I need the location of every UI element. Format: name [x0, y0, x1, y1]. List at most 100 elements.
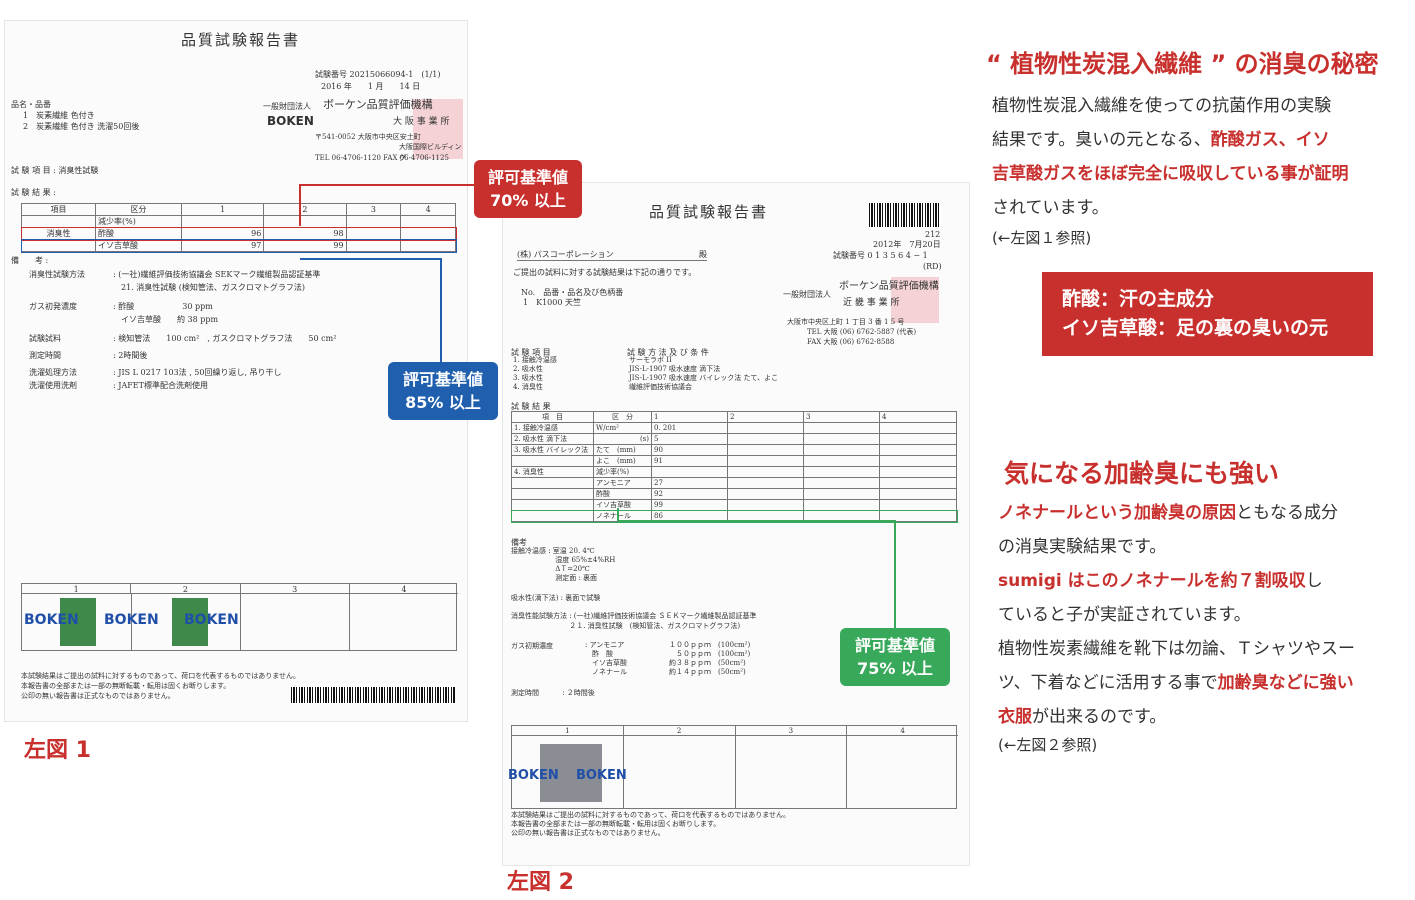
- org-name: ボーケン品質評価機構: [323, 98, 433, 111]
- method-row: 4. 消臭性繊維評価技術協議会: [513, 383, 692, 391]
- section-title: 気になる加齢臭にも強い: [1004, 459, 1280, 488]
- row-value: 91: [651, 455, 728, 467]
- th-col-3: 3: [803, 411, 880, 423]
- item-1: 1 炭素繊維 色付き: [23, 111, 95, 120]
- tel: TEL 大阪 (06) 6762-5887 (代表): [807, 328, 917, 336]
- sample-header: 1 2 3 4: [512, 726, 958, 736]
- remark-row: イソ吉草酸 約 38 ppm: [113, 315, 219, 324]
- box-line-1: 酢酸：汗の主成分: [1062, 288, 1215, 310]
- figure-ref: (←左図１参照): [992, 229, 1092, 247]
- th-col-3: 3: [345, 203, 402, 216]
- th-col-4: 4: [400, 203, 456, 216]
- row-cat: 減少率(%): [593, 466, 652, 478]
- row-cat: アンモニア: [593, 477, 652, 489]
- boken-logo: BOKEN: [576, 768, 627, 783]
- gas-label: ガス初期濃度: [511, 642, 553, 650]
- barcode: [291, 687, 455, 703]
- row-item: 3. 吸水性 バイレック法: [511, 444, 594, 456]
- doc-number: 212: [925, 230, 941, 239]
- office-name: 大 阪 事 業 所: [393, 117, 450, 127]
- water-note: 吸水性(滴下法) : 裏面で試験: [511, 594, 601, 602]
- remarks-label: 備 考 :: [11, 256, 49, 265]
- sample-swatch-1: [60, 598, 96, 646]
- row-value: 0. 201: [651, 422, 728, 434]
- boken-logo: BOKEN: [104, 612, 159, 628]
- boken-logo: BOKEN: [508, 768, 559, 783]
- remark-row: 洗濯処理方法: JIS L 0217 103法 , 50回繰り返し, 吊り干し: [29, 368, 282, 377]
- row-isovaleric-v2: 99: [263, 239, 347, 252]
- methods-header: 試 験 項 目: [511, 348, 551, 357]
- report-date: 2012年 7月20日: [873, 240, 941, 249]
- row-value: 92: [651, 488, 728, 500]
- row-cat: よこ (mm): [593, 455, 652, 467]
- deo-method: 消臭性能試験方法 : (一社)繊維評価技術協議会 ＳＥＫマーク繊維製品認証基準: [511, 612, 757, 620]
- row-label: 消臭性: [21, 215, 96, 252]
- remarks-list: 消臭性試験方法: (一社)繊維評価技術協議会 SEKマーク繊維製品認証基準 21…: [29, 269, 459, 391]
- measure-time: 測定時間 : ２時間後: [511, 689, 595, 697]
- th-col-2: 2: [263, 203, 347, 216]
- row-value: 90: [651, 444, 728, 456]
- tel-fax: TEL 06-4706-1120 FAX 06-4706-1125: [315, 154, 449, 162]
- row-cat: 酢酸: [593, 488, 652, 500]
- figure-label-2: 左図 2: [507, 870, 574, 895]
- row-item: 2. 吸水性 滴下法: [511, 433, 594, 445]
- address-2: 大阪国際ビルディング: [399, 143, 462, 162]
- th-category: 区分: [95, 203, 182, 216]
- th-col-1: 1: [180, 203, 265, 216]
- gas-row: ノネナール約１４ｐｐｍ (50cm²): [585, 668, 746, 676]
- green-connector: [617, 508, 619, 521]
- report-title: 品質試験報告書: [649, 203, 769, 221]
- sub-header: 減少率(%): [95, 215, 182, 228]
- org-prefix: 一般財団法人: [263, 102, 311, 111]
- row-acetic-name: 酢酸: [95, 227, 182, 240]
- remark-row: 21. 消臭性試験 (検知管法、ガスクロマトグラフ法): [113, 283, 306, 292]
- th-col-4: 4: [879, 411, 957, 423]
- row-item: 1. 接触冷温感: [511, 422, 594, 434]
- seal-stamp: [891, 277, 939, 323]
- address: 大阪市中央区上町 1 丁目 3 番 1 5 号: [787, 318, 905, 326]
- th-col-1: 1: [651, 411, 728, 423]
- gas-row: 酢 酸 ５０ｐｐｍ (100cm²): [585, 650, 751, 658]
- fax: FAX 大阪 (06) 6762-8588: [807, 338, 895, 346]
- sample-grid: 1 2 3 4 BOKEN BOKEN: [508, 725, 958, 809]
- sample-swatch: [540, 744, 602, 802]
- report-title: 品質試験報告書: [181, 31, 301, 49]
- row-acetic-v1: 96: [180, 227, 265, 240]
- result-label: 試 験 結 果 :: [11, 188, 56, 197]
- remark-row: 測定時間: 2時間後: [29, 351, 148, 360]
- blue-connector: [300, 258, 442, 260]
- row-value: 27: [651, 477, 728, 489]
- client-name: (株) パスコーポレーション殿: [517, 250, 707, 261]
- blue-connector: [440, 258, 442, 362]
- notes-list: 接触冷温感 : 室温 20. 4℃ 湿度 65%±4%RH ΔＴ=20℃ 測定面…: [511, 547, 616, 582]
- item-header: No. 品番・品名及び色柄番: [521, 288, 624, 297]
- barcode: [869, 203, 941, 227]
- method-row: 1. 接触冷温感サーモラボ II: [513, 356, 672, 364]
- test-report-2: 品質試験報告書 212 2012年 7月20日 試験番号 0 1 3 5 6 4…: [502, 182, 970, 866]
- deo-method-2: ２１. 消臭性試験 (検知管法、ガスクロマトグラフ法): [511, 622, 741, 630]
- red-connector: [299, 184, 301, 226]
- report-date: 2016 年 1 月 14 日: [321, 82, 421, 91]
- org-logo: BOKEN: [267, 114, 314, 128]
- row-isovaleric-v1: 97: [180, 239, 265, 252]
- row-item: 4. 消臭性: [511, 466, 594, 478]
- row-value: 99: [651, 499, 728, 511]
- footer-notes: 本試験結果はご提出の試料に対するものであって、荷口を代表するものではありません。…: [511, 811, 791, 837]
- item-label: 品名・品番: [11, 100, 51, 109]
- th-col-2: 2: [727, 411, 804, 423]
- address: 〒541-0052 大阪市中央区安土町: [315, 133, 421, 141]
- item-1: 1 K1000 天竺: [523, 298, 581, 307]
- gas-row: イソ吉草酸約３８ｐｐｍ (50cm²): [585, 659, 746, 667]
- section-body: ノネナールという加齢臭の原因ともなる成分 の消臭実験結果です。 sumigi は…: [998, 503, 1355, 727]
- figure-label-1: 左図 1: [24, 738, 91, 763]
- item-2: 2 炭素繊維 色付き 洗濯50回後: [23, 122, 140, 131]
- row-cat: W/cm²: [593, 422, 652, 434]
- remark-row: 試験試料: 検知管法 100 cm² , ガスクロマトグラフ法 50 cm²: [29, 334, 337, 343]
- row-value: 5: [651, 433, 728, 445]
- th-item: 項目: [21, 203, 96, 216]
